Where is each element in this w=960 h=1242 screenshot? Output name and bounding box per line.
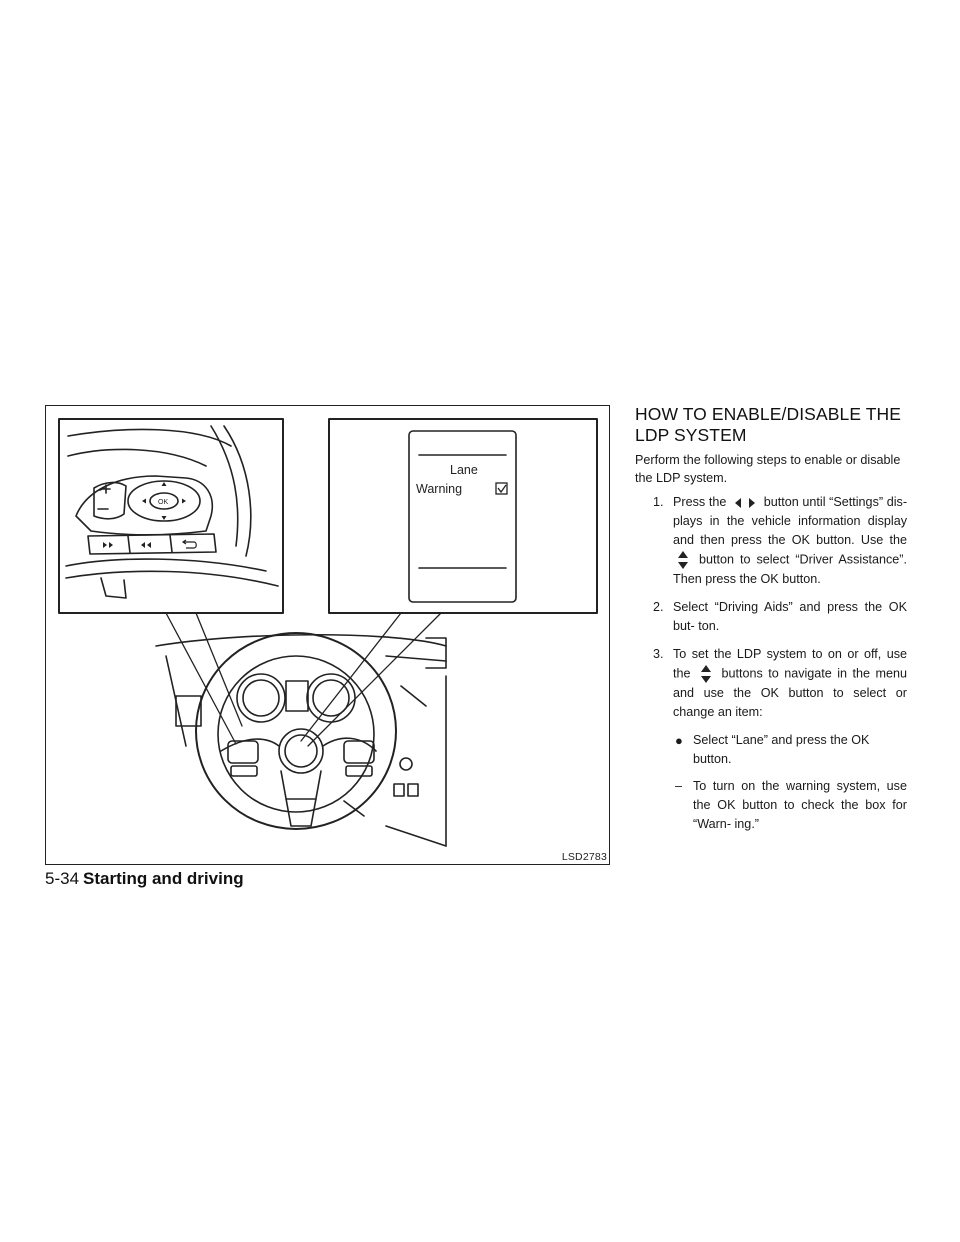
- step-1-text-c: button to select “Driver Assistance”. Th…: [673, 552, 907, 586]
- section-heading: HOW TO ENABLE/DISABLE THE LDP SYSTEM: [635, 404, 902, 445]
- bullet-item: ● Select “Lane” and press the OK button.: [635, 731, 907, 769]
- up-down-arrows-icon: [678, 551, 688, 569]
- display-lane-text: Lane: [450, 463, 478, 477]
- figure-steering-controls: OK Lane Warning LSD2783: [45, 405, 610, 865]
- bullet-text: Select “Lane” and press the OK button.: [693, 733, 870, 766]
- page-number: 5-34: [45, 869, 80, 888]
- inset-display: [328, 418, 598, 614]
- step-number: 3.: [653, 647, 664, 661]
- step-1-text-b: button until “Settings” dis- plays in th…: [673, 495, 908, 547]
- step-number: 2.: [653, 600, 664, 614]
- bullet-icon: ●: [675, 733, 683, 748]
- instruction-column: HOW TO ENABLE/DISABLE THE LDP SYSTEM Per…: [635, 404, 907, 834]
- dash-mark: –: [675, 779, 683, 793]
- left-right-arrows-icon: [735, 497, 756, 508]
- ok-label: OK: [158, 499, 168, 506]
- step-1: 1. Press the button until “Settings” dis…: [635, 493, 907, 589]
- figure-code: LSD2783: [561, 851, 607, 863]
- intro-text: Perform the following steps to enable or…: [635, 453, 901, 485]
- section-title: Starting and driving: [83, 869, 244, 888]
- step-3: 3. To set the LDP system to on or off, u…: [635, 645, 907, 722]
- step-2-text: Select “Driving Aids” and press the OK b…: [673, 600, 907, 633]
- up-down-arrows-icon: [700, 665, 711, 683]
- step-2: 2. Select “Driving Aids” and press the O…: [635, 598, 907, 636]
- step-1-text-a: Press the: [673, 495, 727, 509]
- dash-item: – To turn on the warning system, use the…: [635, 777, 907, 834]
- display-warning-text: Warning: [416, 482, 462, 496]
- step-number: 1.: [653, 495, 664, 509]
- steering-wheel-illustration: OK Lane Warning: [58, 418, 598, 847]
- step-3-text-b: buttons to navigate in the menu and use …: [673, 666, 907, 719]
- dash-text: To turn on the warning system, use the O…: [693, 779, 907, 831]
- checkbox-checked-icon: [495, 482, 508, 495]
- step-3-text-a: To set the LDP system to on or off, use …: [673, 647, 907, 681]
- inset-steering-switch: [58, 418, 284, 614]
